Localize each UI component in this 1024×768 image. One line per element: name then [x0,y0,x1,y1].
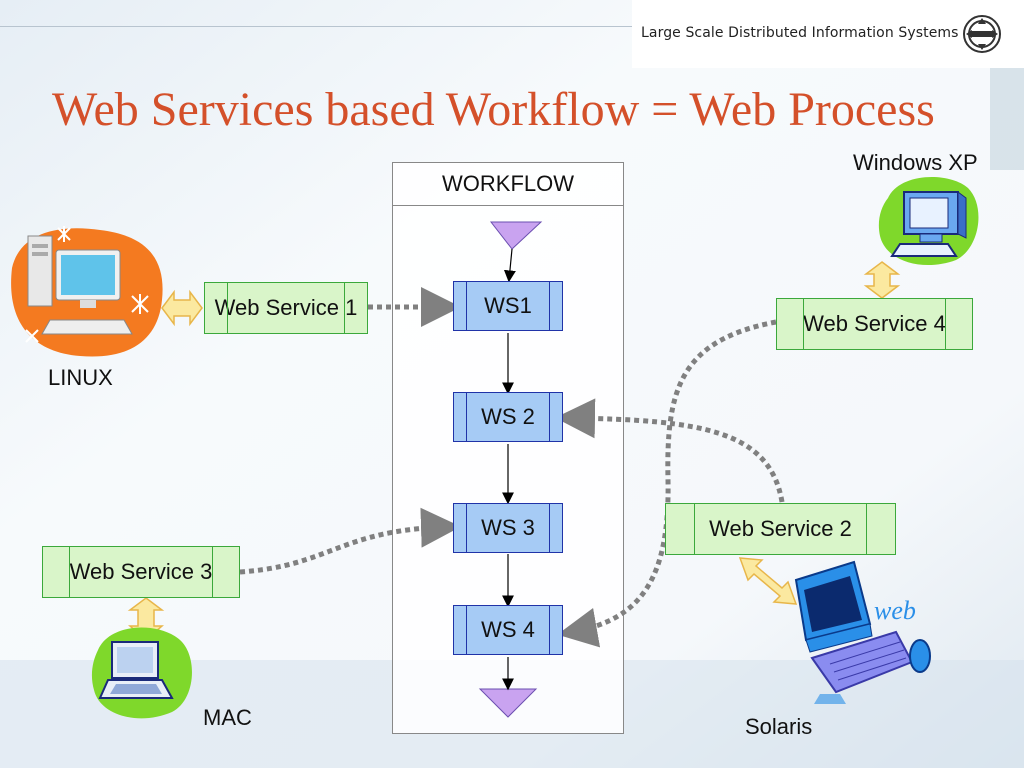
workflow-heading: WORKFLOW [393,163,623,206]
header-bar [632,0,1024,68]
web-tag-label: web [874,596,916,625]
workflow-step-ws2[interactable]: WS 2 [453,392,563,442]
workflow-step-ws4[interactable]: WS 4 [453,605,563,655]
link-service4-ws4 [557,319,777,648]
header-text: Large Scale Distributed Information Syst… [641,25,959,41]
workflow-step-label: WS1 [484,293,532,318]
workflow-step-ws1[interactable]: WS1 [453,281,563,331]
slide-title: Web Services based Workflow = Web Proces… [52,83,935,136]
workflow-step-label: WS 2 [481,404,535,429]
web-service-2-label: Web Service 2 [709,516,852,541]
double-arrow-icon [161,289,203,327]
end-triangle-icon [478,688,538,718]
web-service-4-box[interactable]: Web Service 4 [776,298,973,350]
web-service-1-label: Web Service 1 [214,295,358,320]
laptop-icon [91,627,192,719]
web-service-1-box[interactable]: Web Service 1 [204,282,368,334]
workflow-step-ws3[interactable]: WS 3 [453,503,563,553]
monitor-icon [878,177,979,266]
workflow-step-label: WS 4 [481,617,535,642]
mac-label: MAC [203,705,252,730]
web-service-3-box[interactable]: Web Service 3 [42,546,240,598]
double-arrow-icon [863,261,901,299]
link-service2-ws2 [555,398,785,503]
computer-icon [11,226,163,357]
web-service-3-label: Web Service 3 [69,559,213,584]
workflow-step-label: WS 3 [481,515,535,540]
web-service-4-label: Web Service 4 [803,311,946,336]
institution-logo-icon [963,15,1001,53]
windows-xp-label: Windows XP [853,150,978,175]
solaris-label: Solaris [745,714,813,739]
link-service3-ws3 [239,507,461,575]
start-triangle-icon [489,221,543,250]
flow-arrow-start [503,248,516,283]
web-terminal-icon [794,560,931,704]
double-arrow-icon [738,557,798,605]
linux-label: LINUX [48,365,113,390]
web-service-2-box[interactable]: Web Service 2 [665,503,896,555]
